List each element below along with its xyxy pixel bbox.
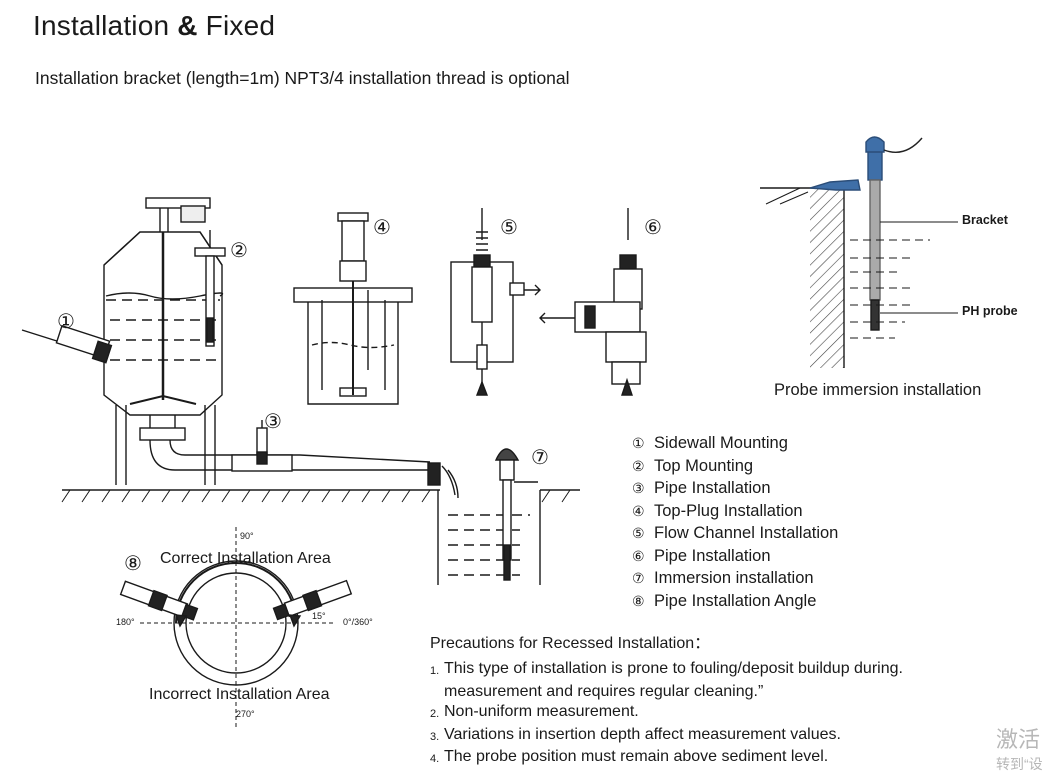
correct-area-label: Correct Installation Area bbox=[160, 550, 331, 567]
pipe-tee bbox=[539, 208, 647, 396]
callout-5: ⑤ bbox=[500, 215, 518, 239]
tank-reactor bbox=[21, 197, 226, 485]
immersion-pit bbox=[437, 448, 541, 585]
callout-8: ⑧ bbox=[124, 551, 142, 575]
watermark-line1: 激活 bbox=[996, 727, 1041, 752]
deg-180-label: 180° bbox=[116, 617, 135, 627]
immersion-caption: Probe immersion installation bbox=[774, 381, 982, 399]
precaution-item: 3.Variations in insertion depth affect m… bbox=[430, 725, 841, 743]
incorrect-area-label: Incorrect Installation Area bbox=[149, 686, 330, 703]
flow-channel bbox=[450, 208, 541, 396]
callout-6: ⑥ bbox=[644, 215, 662, 239]
deg-270-label: 270° bbox=[236, 709, 255, 719]
precaution-item: 1.This type of installation is prone to … bbox=[430, 660, 903, 677]
precaution-item-cont: measurement and requires regular cleanin… bbox=[444, 682, 764, 700]
angle-diagram bbox=[119, 527, 353, 730]
callout-4: ④ bbox=[373, 215, 391, 239]
precaution-item: 4.The probe position must remain above s… bbox=[430, 748, 829, 765]
bracket-label: Bracket bbox=[962, 213, 1008, 227]
deg-90-label: 90° bbox=[240, 531, 254, 541]
deg-15-label: 15° bbox=[312, 611, 326, 621]
pipe-installation bbox=[149, 420, 459, 499]
callout-2: ② bbox=[230, 238, 248, 262]
precautions: Precautions for Recessed Installation： 1… bbox=[430, 629, 903, 770]
page-subtitle: Installation bracket (length=1m) NPT3/4 … bbox=[35, 68, 570, 88]
precaution-item: 2.Non-uniform measurement. bbox=[430, 703, 639, 720]
callout-7: ⑦ bbox=[531, 445, 549, 469]
page-title: Installation & Fixed bbox=[33, 10, 276, 41]
watermark-line2: 转到“设 bbox=[996, 756, 1043, 772]
precautions-title: Precautions for Recessed Installation： bbox=[430, 635, 711, 652]
callout-1: ① bbox=[57, 309, 75, 333]
deg-0-360-label: 0°/360° bbox=[343, 617, 373, 627]
top-plug-vessel bbox=[293, 212, 413, 405]
ph-probe-label: PH probe bbox=[962, 304, 1018, 318]
immersion-bracket-diagram bbox=[760, 136, 958, 368]
callout-3: ③ bbox=[264, 409, 282, 433]
